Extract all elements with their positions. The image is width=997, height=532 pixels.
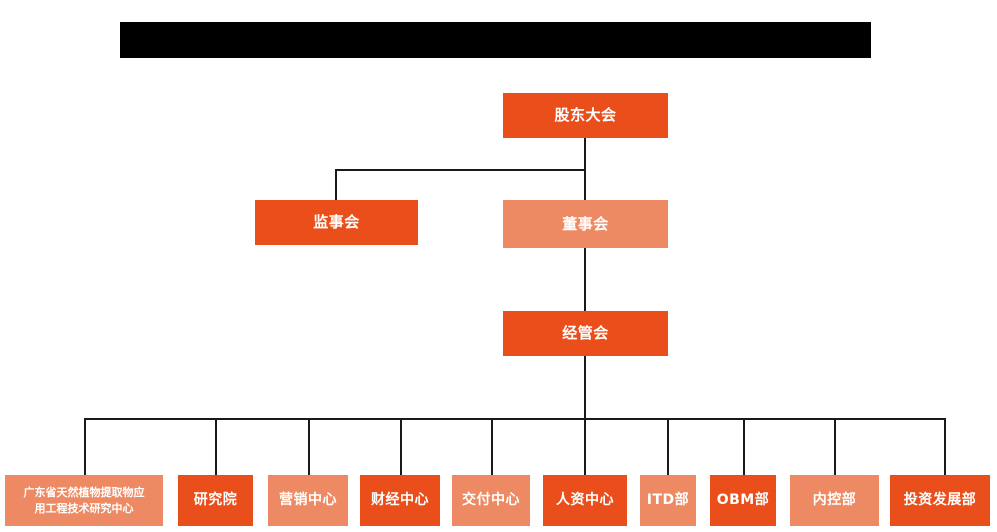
redacted-title-bar (120, 22, 871, 58)
connector-leaf-bus (84, 418, 946, 420)
org-node-management[interactable]: 经管会 (503, 311, 668, 356)
connector-shareholders-down (584, 138, 586, 170)
connector-drop-research-institute (215, 418, 217, 475)
org-node-research-institute[interactable]: 研究院 (178, 475, 253, 526)
org-node-supervisors[interactable]: 监事会 (255, 200, 418, 245)
org-node-obm-dept[interactable]: OBM部 (710, 475, 776, 526)
connector-drop-itd-dept (667, 418, 669, 475)
connector-level1-bus (335, 169, 586, 171)
org-node-finance-center[interactable]: 财经中心 (360, 475, 440, 526)
connector-drop-hr-center (584, 418, 586, 475)
org-node-directors[interactable]: 董事会 (503, 200, 668, 248)
org-node-shareholders[interactable]: 股东大会 (503, 93, 668, 138)
connector-drop-finance-center (400, 418, 402, 475)
connector-drop-obm-dept (743, 418, 745, 475)
connector-drop-investment-development-dept (944, 418, 946, 475)
connector-management-down (584, 356, 586, 419)
connector-drop-internal-control-dept (834, 418, 836, 475)
org-node-investment-development-dept[interactable]: 投资发展部 (890, 475, 990, 526)
connector-drop-marketing-center (308, 418, 310, 475)
connector-drop-engineering-center (84, 418, 86, 475)
connector-to-directors (584, 169, 586, 201)
connector-directors-to-management (584, 248, 586, 311)
org-node-internal-control-dept[interactable]: 内控部 (790, 475, 879, 526)
org-node-marketing-center[interactable]: 营销中心 (268, 475, 348, 526)
org-node-hr-center[interactable]: 人资中心 (543, 475, 627, 526)
org-node-engineering-center[interactable]: 广东省天然植物提取物应 用工程技术研究中心 (5, 475, 163, 526)
org-node-engineering-center-label: 广东省天然植物提取物应 用工程技术研究中心 (24, 485, 145, 517)
connector-drop-delivery-center (491, 418, 493, 475)
engineering-center-line2: 用工程技术研究中心 (34, 501, 134, 515)
engineering-center-line1: 广东省天然植物提取物应 (23, 485, 145, 499)
org-node-itd-dept[interactable]: ITD部 (640, 475, 696, 526)
connector-to-supervisors (335, 169, 337, 201)
org-node-delivery-center[interactable]: 交付中心 (452, 475, 530, 526)
